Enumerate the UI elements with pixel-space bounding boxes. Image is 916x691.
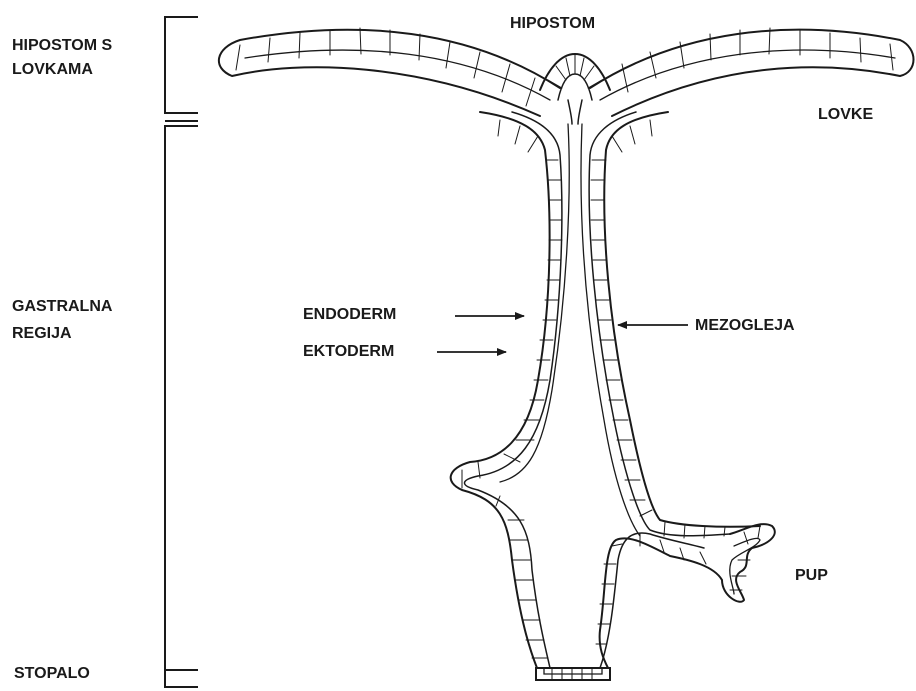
label-gastric-region-line2: REGIJA xyxy=(12,322,72,346)
label-hypostome: HIPOSTOM xyxy=(510,12,595,36)
label-mesoglea: MEZOGLEJA xyxy=(695,314,795,338)
label-ectoderm: EKTODERM xyxy=(303,340,394,364)
label-hypostome-tentacles-line2: LOVKAMA xyxy=(12,58,93,82)
hypostome-cone xyxy=(540,54,610,124)
basal-disc xyxy=(536,668,610,680)
label-tentacles: LOVKE xyxy=(818,103,873,127)
label-gastric-region-line1: GASTRALNA xyxy=(12,295,112,319)
label-foot: STOPALO xyxy=(14,662,90,686)
label-endoderm: ENDODERM xyxy=(303,303,396,327)
bracket-hypostome-tentacles xyxy=(165,17,198,113)
left-body-wall xyxy=(451,112,570,668)
bracket-gastric-region xyxy=(165,121,198,670)
left-tentacle xyxy=(219,28,560,116)
label-hypostome-tentacles-line1: HIPOSTOM S xyxy=(12,34,112,58)
label-bud: PUP xyxy=(795,564,828,588)
bracket-foot xyxy=(165,670,198,687)
bud xyxy=(596,524,775,668)
